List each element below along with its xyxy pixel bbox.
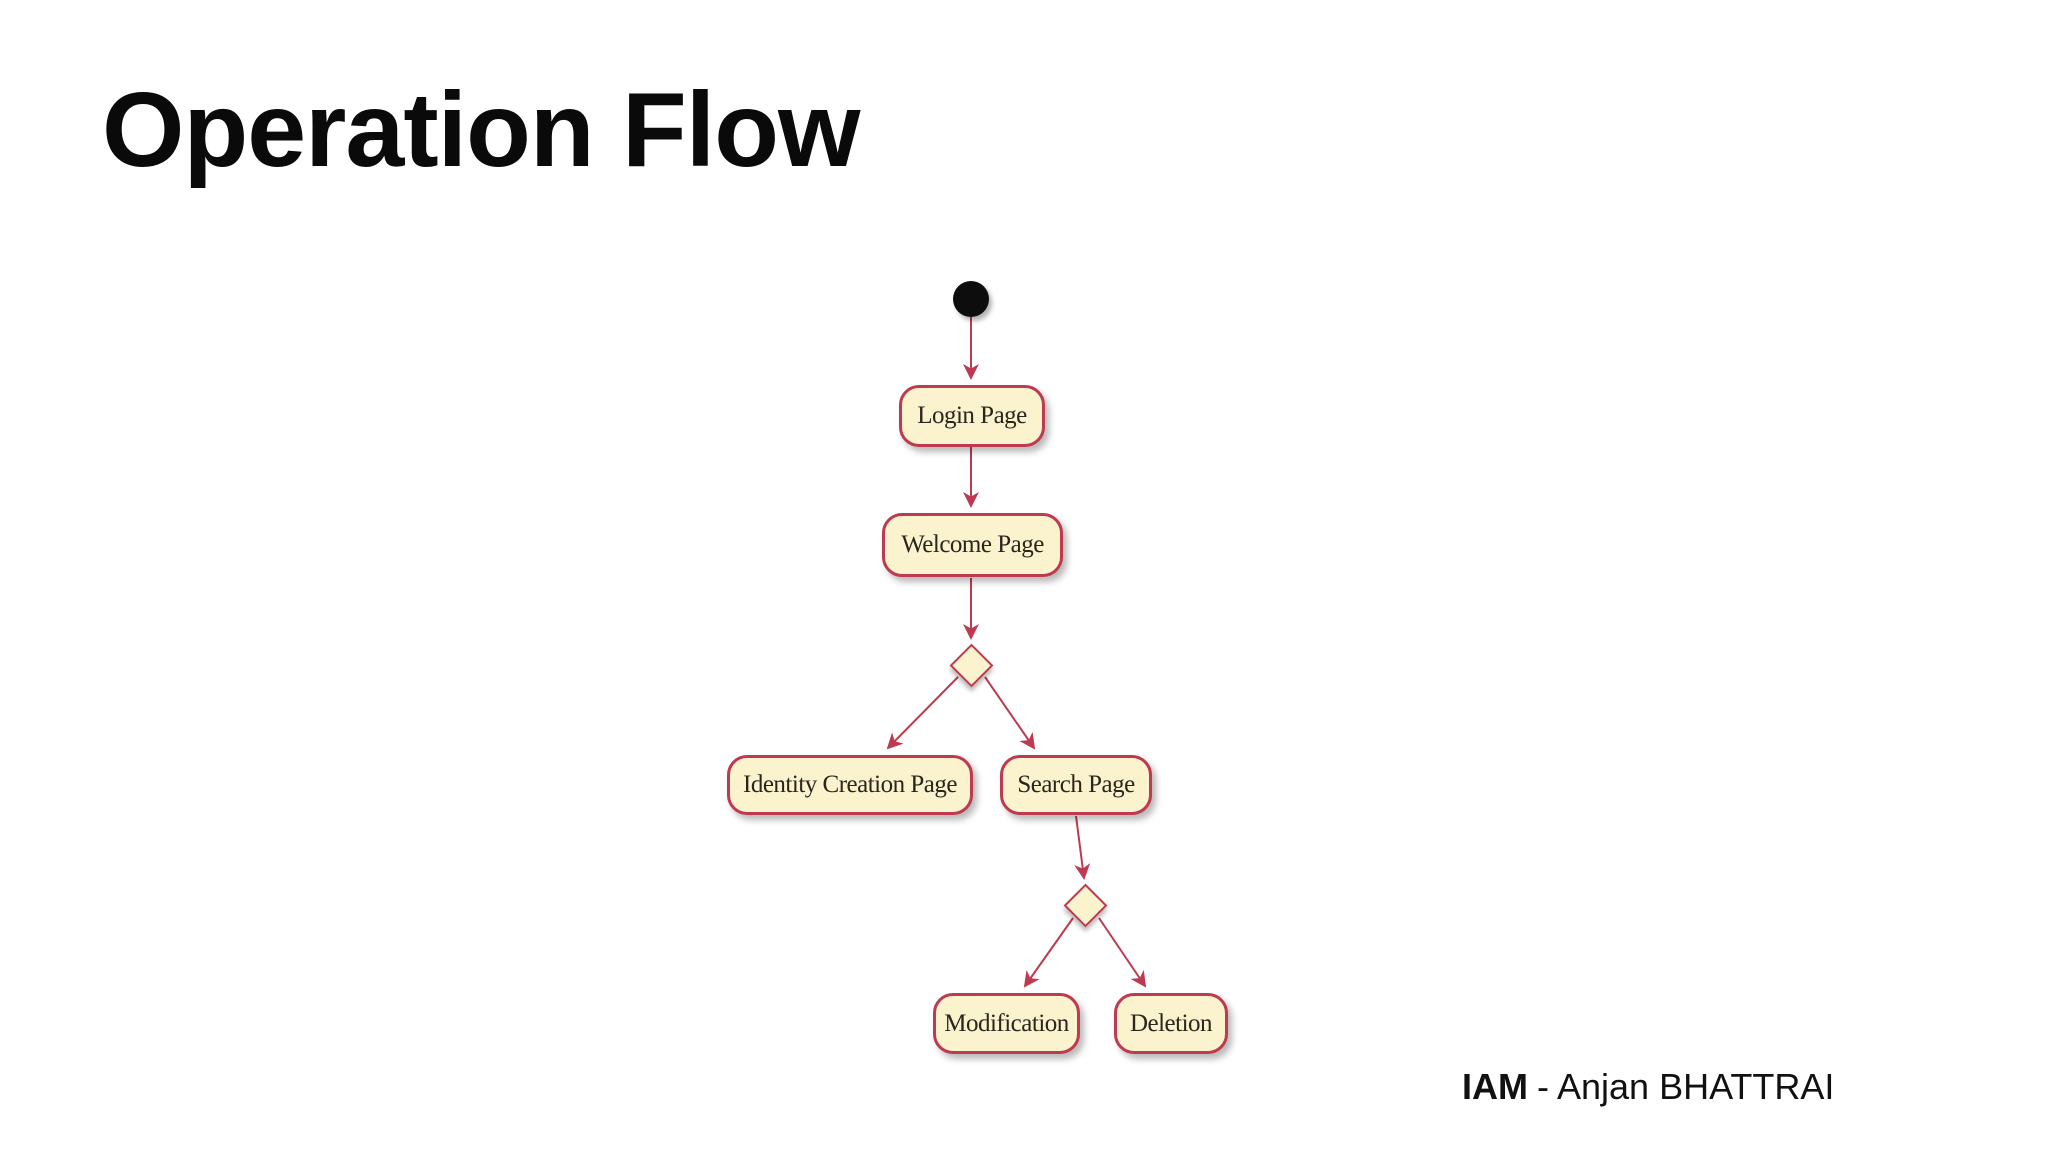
footer-author-name: - Anjan BHATTRAI bbox=[1537, 1066, 1835, 1107]
decision-diamond-2 bbox=[1063, 883, 1108, 928]
edge-decision1-identity bbox=[886, 676, 959, 750]
page-title: Operation Flow bbox=[102, 71, 860, 189]
edge-decision1-search bbox=[984, 676, 1036, 750]
edge-decision2-deletion bbox=[1098, 917, 1147, 988]
edge-search-decision2 bbox=[1074, 815, 1091, 880]
slide-footer: IAM- Anjan BHATTRAI bbox=[1462, 1066, 1834, 1108]
activity-node-welcome-page: Welcome Page bbox=[882, 513, 1063, 577]
activity-node-login-page: Login Page bbox=[899, 385, 1045, 447]
activity-node-identity-creation-page: Identity Creation Page bbox=[727, 755, 973, 815]
activity-node-search-page: Search Page bbox=[1000, 755, 1152, 815]
footer-project-name: IAM bbox=[1462, 1066, 1528, 1107]
activity-node-deletion: Deletion bbox=[1114, 993, 1228, 1054]
activity-node-modification: Modification bbox=[933, 993, 1080, 1054]
start-node-circle bbox=[953, 281, 989, 317]
edge-decision2-modification bbox=[1023, 917, 1074, 988]
decision-diamond-1 bbox=[949, 643, 994, 688]
